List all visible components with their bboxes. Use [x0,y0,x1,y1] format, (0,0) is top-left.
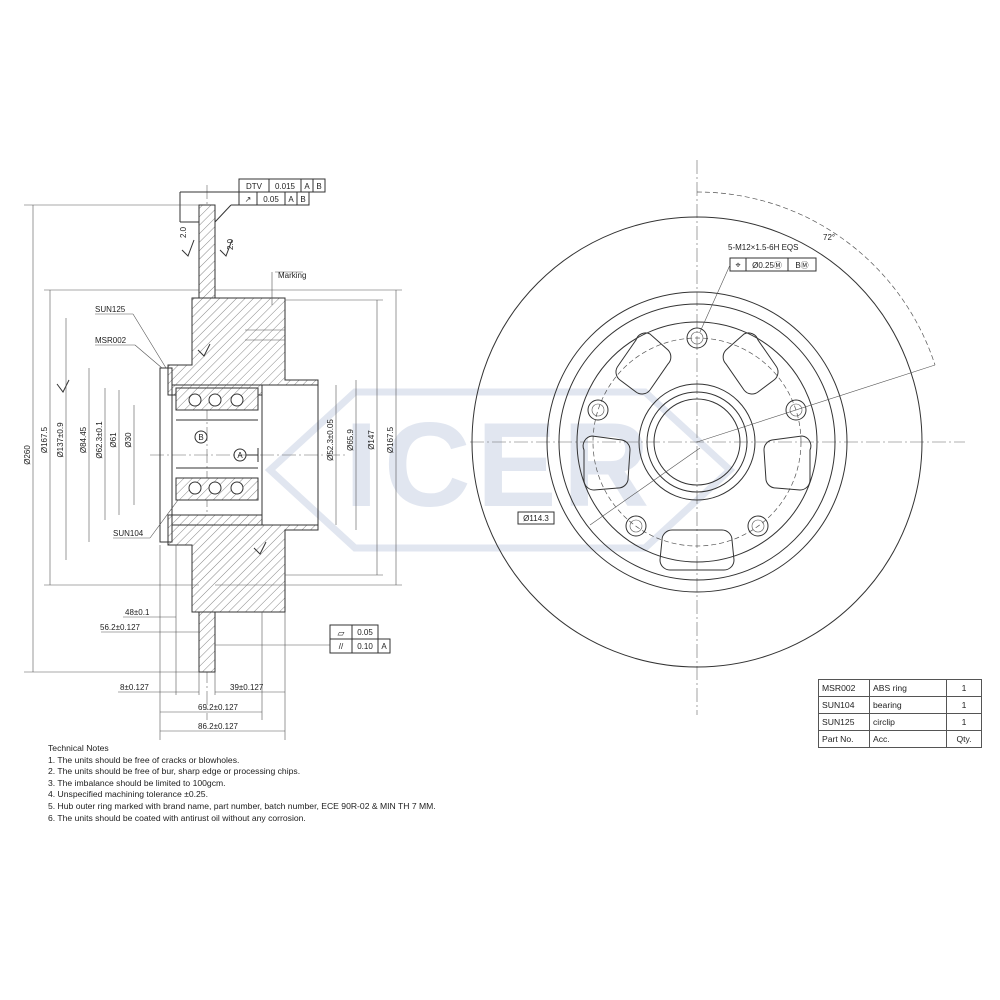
bolt-hole-icon [587,399,609,421]
dim-86-2: 86.2±0.127 [198,722,239,731]
fcf-top-r1-c2: 0.015 [275,182,296,191]
vertical-dimension-labels: Ø260 Ø167.5 Ø137±0.9 Ø84.45 Ø62.3±0.1 Ø6… [23,419,395,465]
table-row: SUN104 bearing 1 [818,696,982,714]
datum-b-marker [194,430,208,444]
acc-cell: ABS ring [869,679,947,697]
surface-mark-icon [197,343,211,357]
bolt-hole-icon [625,515,647,537]
callout-sun104: SUN104 [113,529,144,538]
surface-mark-icon [219,239,233,257]
vertical-dimension-lines [24,204,402,673]
dim-48: 48±0.1 [125,608,150,617]
note-item: 2. The units should be free of bur, shar… [48,766,301,777]
fcf-bottom-r1-c2: 0.05 [357,628,373,637]
fcf-top: DTV 0.015 A B ↗ 0.05 A B [238,178,326,206]
acc-cell: bearing [869,696,947,714]
callout-marking: Marking [278,271,306,280]
fcf-top-r1-c1: DTV [246,182,263,191]
dim-56-2: 56.2±0.127 [100,623,141,632]
fcf-bottom: ▱ 0.05 // 0.10 A [329,624,391,654]
datum-b-label: B [198,433,203,442]
dim-d62-3: Ø62.3±0.1 [95,421,104,459]
part-no-cell: MSR002 [818,679,870,697]
fcf-bottom-r2-c2: 0.10 [357,642,373,651]
technical-notes: Technical Notes 1. The units should be f… [48,743,608,824]
position-datum: BⓂ [795,261,808,270]
disc-outer-edge [471,216,923,668]
surface-mark-1: 2.0 [179,226,188,238]
dim-d167-5-left: Ø167.5 [40,426,49,453]
fcf-top-r1-c4: B [316,182,321,191]
pcd-label: Ø114.3 [523,514,549,523]
table-row: MSR002 ABS ring 1 [818,679,982,697]
header-part-no: Part No. [818,730,870,748]
dim-d137: Ø137±0.9 [56,422,65,458]
fcf-top-r1-c3: A [304,182,310,191]
qty-cell: 1 [946,713,982,731]
position-tolerance: Ø0.25Ⓜ [752,261,782,270]
table-header-row: Part No. Acc. Qty. [818,730,982,748]
surface-mark-2: 2.0 [226,238,235,250]
surface-mark-icon [181,239,195,257]
bolt-hole-icon [785,399,807,421]
position-symbol-icon: ⌖ [735,260,740,270]
dim-d84-45: Ø84.45 [79,426,88,453]
watermark-logo: ICER [264,388,736,552]
horizontal-dimension-labels: 48±0.1 56.2±0.127 8±0.127 39±0.127 69.2±… [100,608,264,731]
fcf-top-r2-c2: 0.05 [263,195,279,204]
fcf-top-r2-c4: B [300,195,305,204]
note-item: 3. The imbalance should be limited to 10… [48,777,226,788]
dim-69-2: 69.2±0.127 [198,703,239,712]
fcf-bottom-r2-c3: A [381,642,387,651]
datum-a-label: A [237,451,243,460]
dim-d65-9: Ø65.9 [346,429,355,451]
part-no-cell: SUN104 [818,696,870,714]
dim-d147: Ø147 [367,430,376,450]
center-bore [653,398,741,486]
bolt-holes [587,327,807,537]
surface-mark-icon [253,541,267,555]
note-item: 4. Unspecified machining tolerance ±0.25… [48,789,208,800]
fcf-bottom-r1-c1: ▱ [338,628,345,638]
parts-table: MSR002 ABS ring 1 SUN104 bearing 1 SUN12… [818,679,982,748]
dim-d260: Ø260 [23,445,32,465]
fcf-top-r2-c3: A [288,195,294,204]
thread-spec: 5-M12×1.5-6H EQS [728,243,798,252]
position-fcf: ⌖ Ø0.25Ⓜ BⓂ [729,257,817,272]
dim-8: 8±0.127 [120,683,149,692]
callout-sun125: SUN125 [95,305,126,314]
callout-msr002: MSR002 [95,336,127,345]
header-acc: Acc. [869,730,947,748]
dim-d167-5-right: Ø167.5 [386,426,395,453]
dim-d52-3: Ø52.3±0.05 [326,419,335,461]
angle-arc [696,191,936,366]
note-item: 6. The units should be coated with antir… [48,812,306,823]
qty-cell: 1 [946,679,982,697]
acc-cell: circlip [869,713,947,731]
notes-title: Technical Notes [48,743,109,753]
angle-label: 72° [823,233,835,242]
qty-cell: 1 [946,696,982,714]
dim-d30: Ø30 [124,432,133,448]
bolt-circle [592,337,802,547]
dim-39: 39±0.127 [230,683,264,692]
table-row: SUN125 circlip 1 [818,713,982,731]
note-item: 1. The units should be free of cracks or… [48,754,240,765]
surface-mark-icon [56,379,70,393]
horizontal-dimension-lines [101,545,286,740]
header-qty: Qty. [946,730,982,748]
front-view: 72° 5-M12×1.5-6H EQS ⌖ Ø0.25Ⓜ BⓂ Ø114.3 [470,160,965,715]
bolt-hole-icon [747,515,769,537]
disc-friction-inner-edge [546,291,848,593]
note-item: 5. Hub outer ring marked with brand name… [48,800,436,811]
part-no-cell: SUN125 [818,713,870,731]
bolt-hole-icon [686,327,708,349]
hub-pockets [582,332,812,571]
bearing-balls [188,393,244,495]
fcf-top-r2-c1: ↗ [245,195,252,204]
section-view: B A 2.0 2.0 DTV 0.015 A B [23,178,402,740]
fcf-bottom-r2-c1: // [339,642,344,651]
dim-d61: Ø61 [109,432,118,448]
